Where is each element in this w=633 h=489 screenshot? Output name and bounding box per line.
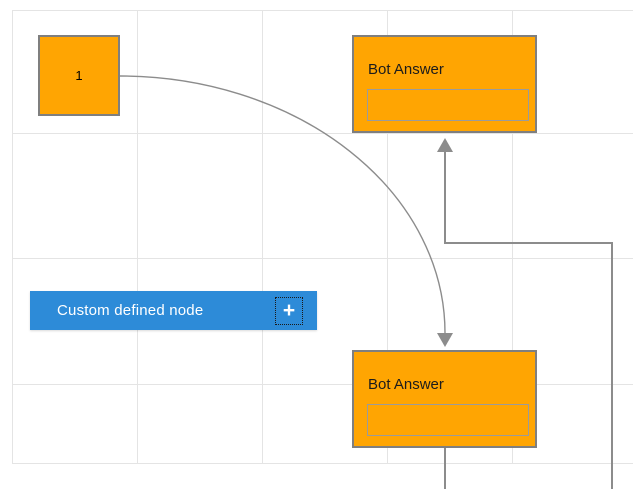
orthogonal-connector[interactable] [444,152,613,489]
connectors[interactable] [119,75,613,489]
bot-answer-field[interactable] [367,89,529,121]
curved-connector[interactable] [119,75,446,334]
arrowhead-down-icon [437,333,453,347]
node-bot-answer-top[interactable]: Bot Answer [352,35,537,133]
bot-answer-field[interactable] [367,404,529,436]
node-1-label: 1 [75,68,83,83]
add-icon[interactable]: + [275,296,303,325]
node-1[interactable]: 1 [38,35,120,116]
bot-answer-title: Bot Answer [368,61,444,78]
custom-node-label: Custom defined node [57,302,204,319]
arrowhead-up-icon [437,138,453,152]
node-bot-answer-bottom[interactable]: Bot Answer [352,350,537,448]
node-custom-defined[interactable]: Custom defined node + [30,291,317,330]
bot-answer-title: Bot Answer [368,376,444,393]
